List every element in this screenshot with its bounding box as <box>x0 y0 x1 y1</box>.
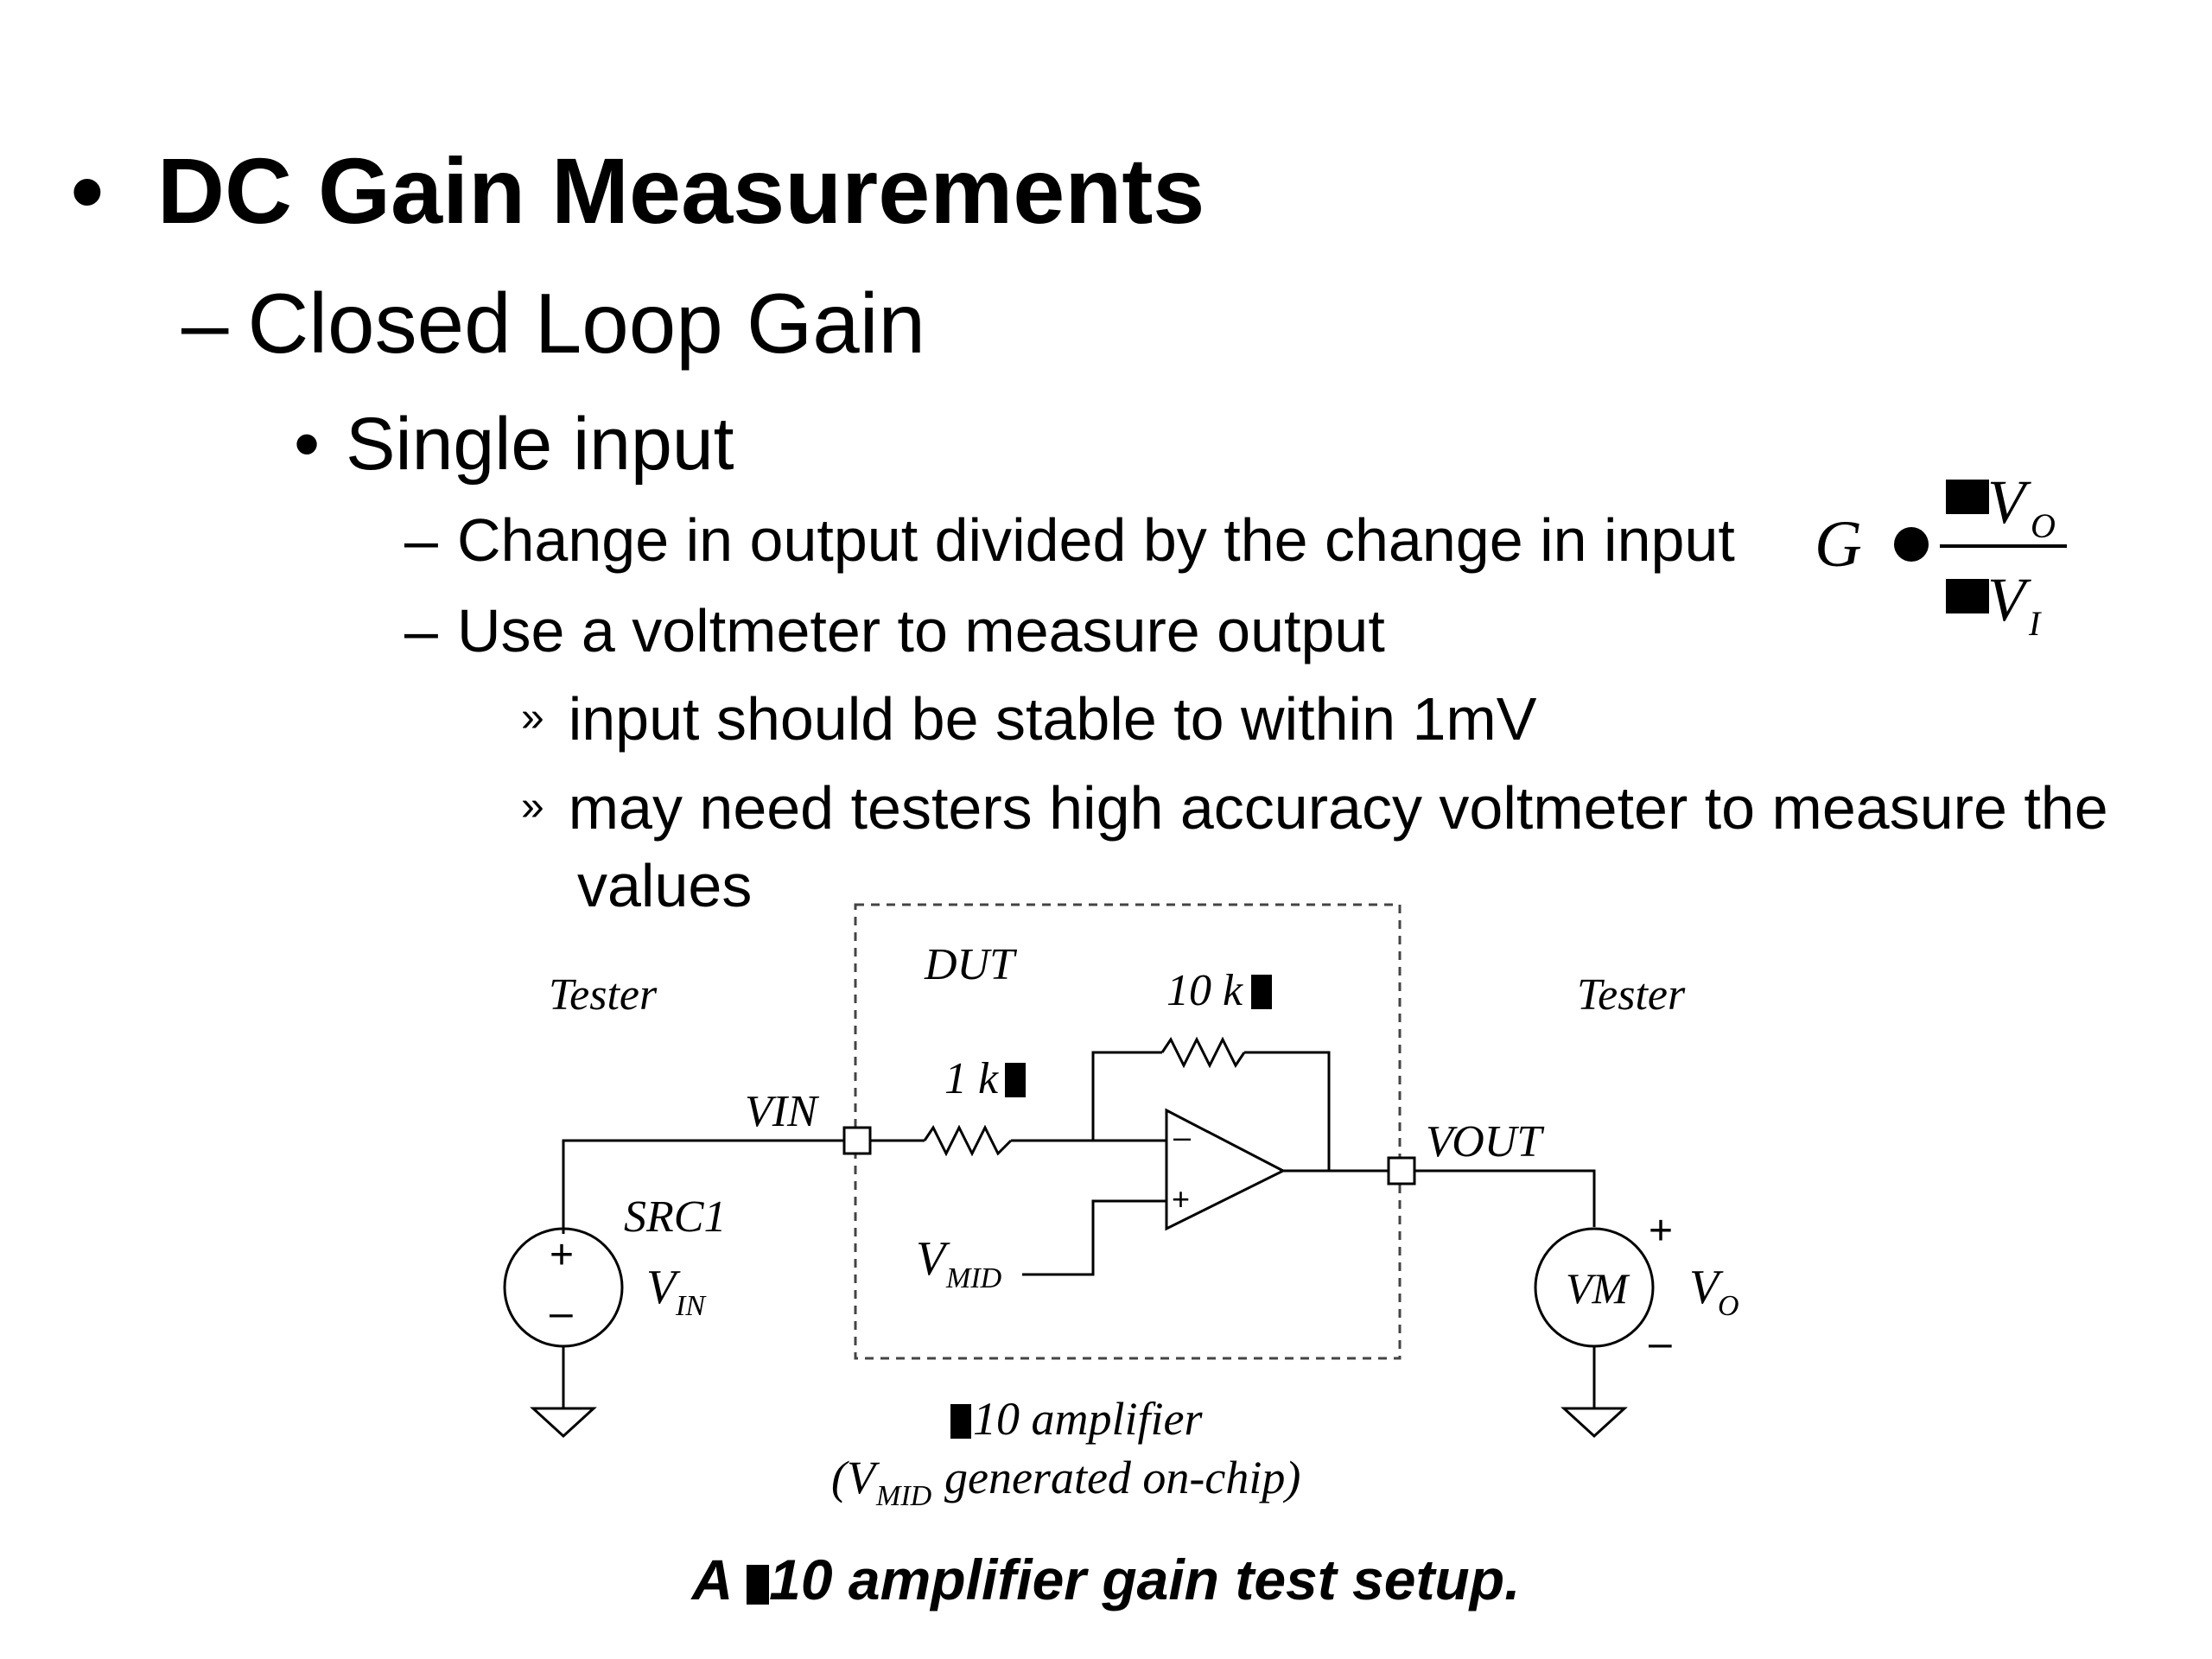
single-input-text: Single input <box>346 403 734 486</box>
subheading-line: –Closed Loop Gain <box>181 275 925 372</box>
delta-glyph-num <box>1946 480 1989 514</box>
feedback-right-wire <box>1244 1051 1331 1171</box>
bullet-marker: • <box>294 403 321 486</box>
vout-pad <box>1387 1156 1416 1185</box>
vin-wire <box>562 1139 844 1234</box>
item-change-text: Change in output divided by the change i… <box>456 506 1735 574</box>
vmid-var: V <box>916 1232 950 1286</box>
ohm-glyph <box>1005 1063 1026 1097</box>
source-plus: + <box>550 1232 574 1278</box>
formula-lhs: G <box>1815 508 1862 581</box>
tester-left-label: Tester <box>549 970 658 1020</box>
sub-item-stable-text: input should be stable to within 1mV <box>568 685 1537 753</box>
sub-item-accuracy-line: » may need testers high accuracy voltmete… <box>521 773 2108 842</box>
slide-title: DC Gain Measurements <box>157 138 1205 243</box>
dash-marker: – <box>404 597 438 664</box>
item-voltmeter-line: –Use a voltmeter to measure output <box>404 596 1385 665</box>
dash-marker: – <box>181 276 229 371</box>
source-value-sub: IN <box>675 1290 707 1322</box>
formula-num-var: V <box>1987 467 2031 537</box>
input-resistor-label: 1 k <box>944 1054 999 1103</box>
source-minus: – <box>550 1290 573 1336</box>
feedback-resistor-label: 10 k <box>1166 966 1243 1015</box>
amp-description: 10 amplifier <box>973 1393 1203 1445</box>
bullet-marker: • <box>71 138 104 243</box>
subheading-closed-loop-gain: Closed Loop Gain <box>247 276 926 371</box>
vout-node-label: VOUT <box>1426 1117 1544 1166</box>
figure-caption: A 10 amplifier gain test setup. <box>0 1547 2212 1612</box>
meter-value-var: V <box>1689 1261 1724 1314</box>
amp-note-rest: generated on-chip) <box>944 1452 1300 1503</box>
opamp-minus: – <box>1173 1119 1191 1154</box>
ohm-glyph <box>1251 975 1272 1009</box>
opamp-triangle <box>1165 1108 1287 1231</box>
vmid-sub: MID <box>945 1262 1002 1294</box>
formula-num-sub: O <box>2031 506 2056 545</box>
vin-pad <box>842 1126 872 1155</box>
item-change-line: –Change in output divided by the change … <box>404 505 1735 575</box>
caption-text: 10 amplifier gain test setup. <box>769 1548 1521 1611</box>
single-input-line: • Single input <box>294 402 734 487</box>
meter-minus: – <box>1649 1320 1672 1366</box>
raquo-marker: » <box>521 784 544 830</box>
raquo-marker: » <box>521 695 544 741</box>
source-value-var: V <box>646 1261 681 1314</box>
opamp-plus: + <box>1172 1181 1190 1217</box>
amp-note-open: (V <box>831 1452 880 1503</box>
dut-boundary <box>854 903 1402 1360</box>
formula-den-sub: I <box>2028 604 2042 643</box>
equals-dot-glyph <box>1894 527 1929 562</box>
gain-formula: G V O V I <box>1815 467 2067 643</box>
feedback-left-wire <box>1091 1051 1162 1141</box>
vin-node-label: VIN <box>745 1087 820 1136</box>
vmid-wire <box>1022 1199 1166 1276</box>
caption-prefix: A <box>691 1548 747 1611</box>
input-resistor <box>923 1124 1013 1157</box>
sub-item-stable-line: » input should be stable to within 1mV <box>521 684 1536 753</box>
formula-den-var: V <box>1987 565 2031 634</box>
voltmeter-label: VM <box>1566 1264 1630 1313</box>
vout-wire <box>1414 1169 1596 1227</box>
amp-note-sub: MID <box>875 1480 932 1512</box>
meter-value-sub: O <box>1718 1290 1739 1322</box>
dash-marker: – <box>404 506 438 574</box>
dut-label: DUT <box>924 940 1017 989</box>
feedback-resistor <box>1160 1036 1246 1069</box>
ground-right-icon <box>1560 1407 1628 1439</box>
times-glyph <box>950 1404 971 1439</box>
meter-plus: + <box>1649 1208 1673 1254</box>
tester-right-label: Tester <box>1577 970 1686 1020</box>
delta-glyph-den <box>1946 579 1989 613</box>
source-name-label: SRC1 <box>624 1192 726 1242</box>
item-voltmeter-text: Use a voltmeter to measure output <box>456 597 1385 664</box>
ground-left-icon <box>530 1407 597 1439</box>
times-glyph <box>747 1565 770 1605</box>
sub-item-accuracy-cont: values <box>577 852 753 919</box>
sub-item-accuracy-text: may need testers high accuracy voltmeter… <box>568 774 2108 842</box>
